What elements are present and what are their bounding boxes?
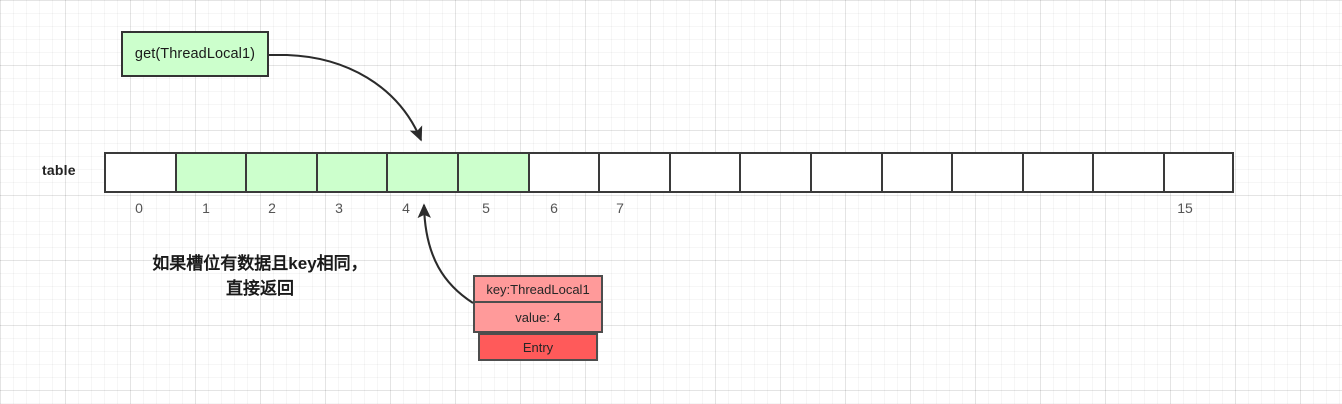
- table-slot-15: [1162, 152, 1234, 193]
- table-index-7: 7: [616, 200, 624, 216]
- table-slot-2: [245, 152, 316, 193]
- table-index-6: 6: [550, 200, 558, 216]
- entry-value-field: value: 4: [473, 303, 603, 333]
- entry-type-label: Entry: [478, 333, 598, 361]
- table-index-4: 4: [402, 200, 410, 216]
- table-slot-6: [527, 152, 599, 193]
- note-line-2: 直接返回: [226, 278, 294, 298]
- table-slot-12: [951, 152, 1022, 193]
- table-slots: [104, 152, 1234, 193]
- table-slot-5: [456, 152, 528, 193]
- table-slot-14: [1092, 152, 1163, 193]
- table-slot-11: [880, 152, 952, 193]
- table-slot-7: [598, 152, 669, 193]
- entry-box: key:ThreadLocal1 value: 4 Entry: [473, 275, 603, 361]
- arrow-get-to-slot: [269, 53, 423, 142]
- table-slot-3: [315, 152, 387, 193]
- table-index-1: 1: [202, 200, 210, 216]
- get-call-box: get(ThreadLocal1): [121, 31, 269, 77]
- table-label: table: [42, 162, 76, 178]
- table-index-0: 0: [135, 200, 143, 216]
- table-slot-8: [668, 152, 740, 193]
- table-index-2: 2: [268, 200, 276, 216]
- table-slot-1: [174, 152, 246, 193]
- note-line-1: 如果槽位有数据且key相同，: [152, 254, 368, 273]
- table-slot-10: [809, 152, 881, 193]
- note-text: 如果槽位有数据且key相同， 直接返回: [115, 252, 405, 301]
- table-slot-13: [1021, 152, 1093, 193]
- table-index-3: 3: [335, 200, 343, 216]
- table-index-15: 15: [1177, 200, 1193, 216]
- table-index-5: 5: [482, 200, 490, 216]
- table-slot-9: [739, 152, 810, 193]
- table-slot-0: [104, 152, 175, 193]
- arrow-entry-to-slot: [417, 203, 474, 304]
- table-slot-4: [386, 152, 457, 193]
- entry-key-field: key:ThreadLocal1: [473, 275, 603, 303]
